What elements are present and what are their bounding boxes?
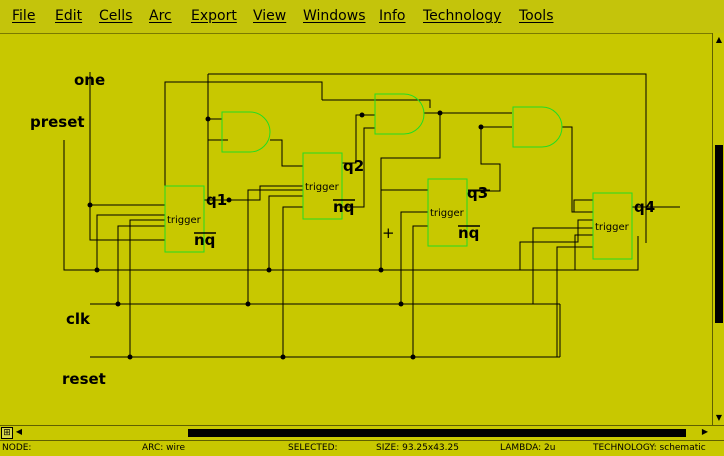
scroll-up-arrow-icon[interactable]: ▲ [715, 35, 723, 44]
cross-marker: + [382, 224, 395, 242]
menu-edit[interactable]: Edit [55, 8, 83, 24]
and-gate-1 [221, 111, 271, 153]
q2-label: q2 [343, 157, 364, 175]
input-label-preset: preset [30, 113, 85, 131]
menu-file[interactable]: File [12, 8, 36, 24]
status-node: NODE: [2, 443, 32, 453]
vertical-scrollbar[interactable]: ▲ ▼ [712, 33, 724, 425]
menu-view[interactable]: View [253, 8, 287, 24]
status-bar: NODE: ARC: wire SELECTED: SIZE: 93.25x43… [0, 441, 724, 456]
menu-windows[interactable]: Windows [303, 8, 366, 24]
status-technology: TECHNOLOGY: schematic [593, 443, 706, 453]
trigger-box-3 [427, 178, 468, 247]
menu-technology[interactable]: Technology [423, 8, 502, 24]
status-selected: SELECTED: [288, 443, 338, 453]
menu-arc[interactable]: Arc [149, 8, 172, 24]
input-label-clk: clk [66, 310, 91, 328]
trigger-3-label: trigger [430, 208, 465, 219]
scroll-left-arrow-icon[interactable]: ◀ [15, 427, 23, 436]
nq1-label: nq [194, 231, 215, 249]
trigger-box-1 [164, 185, 205, 253]
and-gate-2 [374, 93, 425, 135]
trigger-4-label: trigger [595, 222, 630, 233]
menu-info[interactable]: Info [379, 8, 406, 24]
and-gates [221, 93, 563, 153]
menu-tools[interactable]: Tools [519, 8, 554, 24]
status-lambda: LAMBDA: 2u [500, 443, 556, 453]
input-label-reset: reset [62, 370, 106, 388]
menu-export[interactable]: Export [191, 8, 237, 24]
nq2-label: nq [333, 198, 354, 216]
vertical-scroll-thumb[interactable] [715, 145, 723, 323]
trigger-2-label: trigger [305, 182, 340, 193]
horizontal-scroll-thumb[interactable] [188, 429, 686, 437]
wire-network [63, 72, 680, 358]
status-size: SIZE: 93.25x43.25 [376, 443, 459, 453]
input-label-one: one [74, 71, 105, 89]
trigger-1-label: trigger [167, 215, 202, 226]
wire-junctions [87, 110, 484, 360]
menu-cells[interactable]: Cells [99, 8, 133, 24]
nq-overlines [194, 199, 480, 234]
q3-label: q3 [467, 184, 488, 202]
and-gate-3 [512, 106, 563, 148]
explorer-toggle-icon[interactable]: ⊞ [1, 427, 13, 439]
status-arc: ARC: wire [142, 443, 186, 453]
scroll-down-arrow-icon[interactable]: ▼ [715, 413, 723, 422]
menubar: File Edit Cells Arc Export View Windows … [0, 0, 724, 34]
trigger-boxes [164, 152, 633, 260]
q1-label: q1 [206, 191, 227, 209]
q4-label: q4 [634, 198, 655, 216]
trigger-box-4 [592, 192, 633, 260]
scroll-right-arrow-icon[interactable]: ▶ [701, 427, 709, 436]
trigger-box-2 [302, 152, 343, 220]
horizontal-scrollbar[interactable]: ⊞ ◀ ▶ [0, 425, 724, 441]
nq3-label: nq [458, 224, 479, 242]
schematic-drawing[interactable]: one preset clk reset trigger trigger tri… [0, 33, 712, 425]
schematic-canvas[interactable]: one preset clk reset trigger trigger tri… [0, 33, 712, 425]
